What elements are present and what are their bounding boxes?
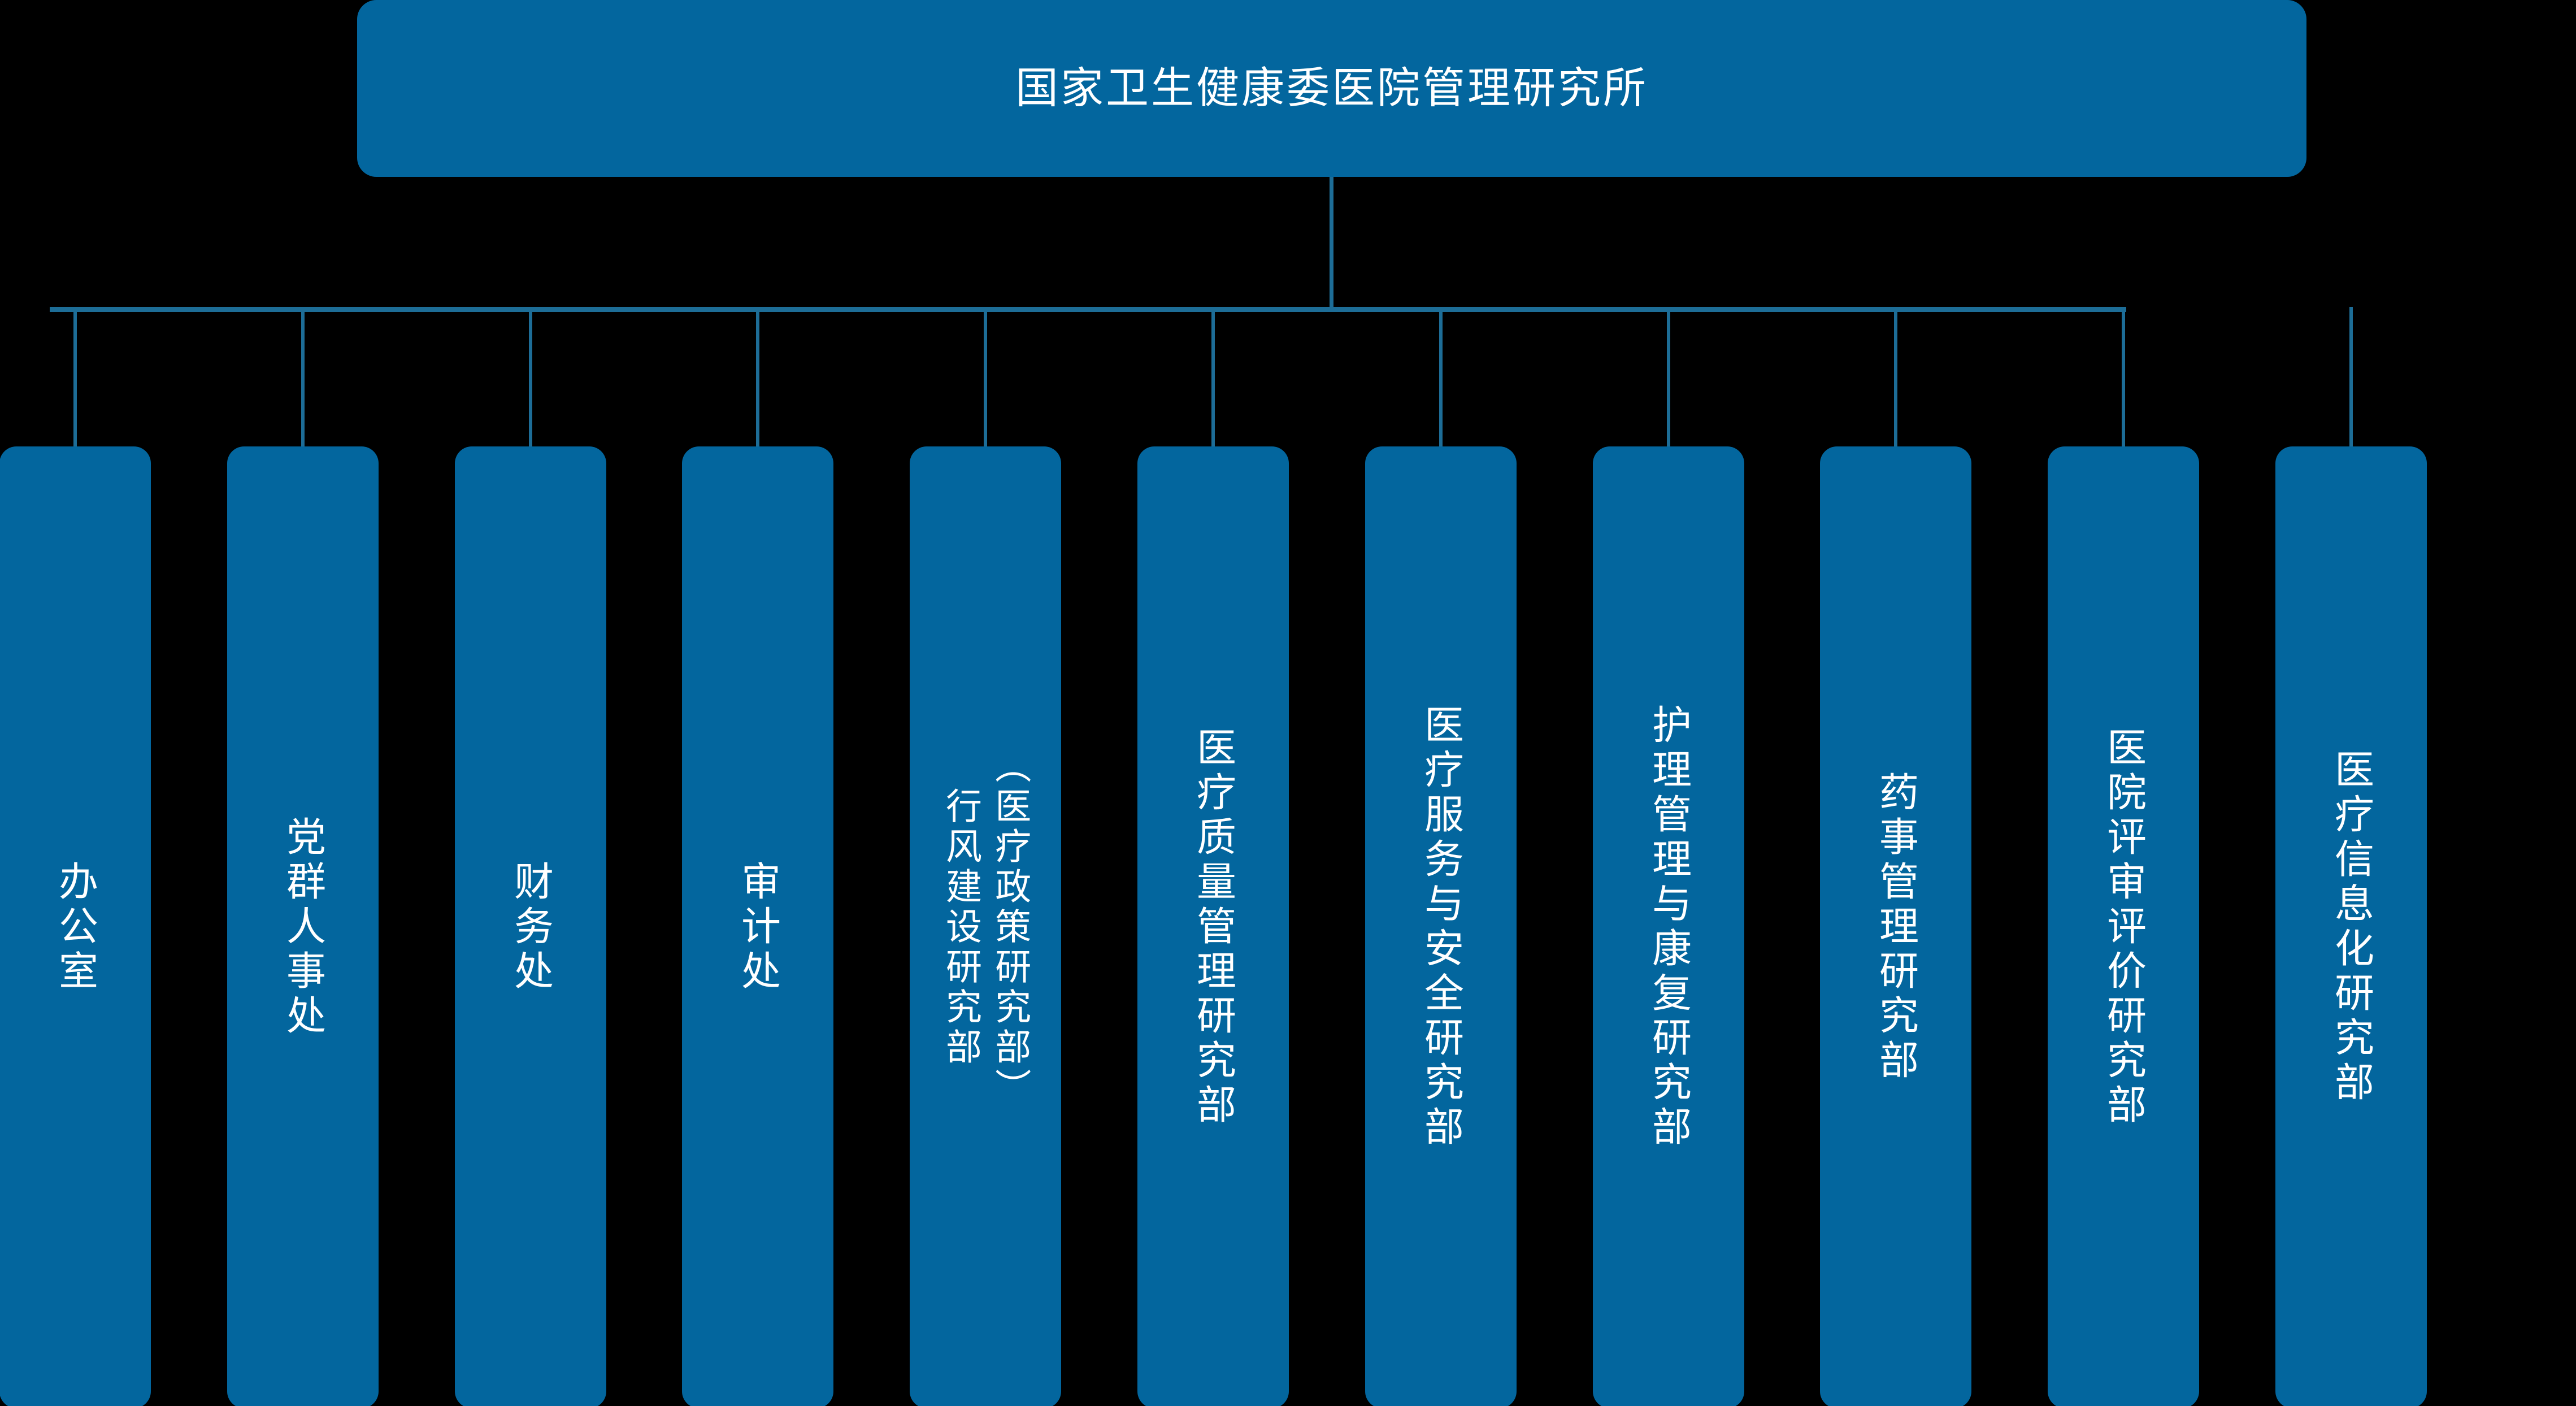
connector-root-stem xyxy=(1330,177,1333,310)
child-node-5[interactable]: （医疗政策研究部）行风建设研究部 xyxy=(910,446,1061,1406)
connector-drop-11 xyxy=(2349,307,2353,450)
connector-drop-4 xyxy=(756,307,759,450)
child-node-label-3: 财务处 xyxy=(509,860,553,995)
connector-drop-5 xyxy=(984,307,987,450)
connector-drop-6 xyxy=(1211,307,1215,450)
child-node-4[interactable]: 审计处 xyxy=(682,446,833,1406)
connector-drop-2 xyxy=(301,307,305,450)
child-node-label-1: 办公室 xyxy=(53,860,98,995)
child-node-7[interactable]: 医疗服务与安全研究部 xyxy=(1365,446,1517,1406)
child-node-label-10: 医院评审评价研究部 xyxy=(2101,726,2146,1129)
root-node-label: 国家卫生健康委医院管理研究所 xyxy=(1015,64,1648,112)
child-node-label-11: 医疗信息化研究部 xyxy=(2329,749,2374,1106)
child-node-3[interactable]: 财务处 xyxy=(455,446,606,1406)
connector-horizontal-bus xyxy=(50,307,2126,312)
child-node-9[interactable]: 药事管理研究部 xyxy=(1820,446,1971,1406)
child-node-6[interactable]: 医疗质量管理研究部 xyxy=(1137,446,1289,1406)
connector-drop-8 xyxy=(1667,307,1670,450)
child-node-label-9: 药事管理研究部 xyxy=(1874,771,1918,1084)
child-node-label-5: （医疗政策研究部） xyxy=(990,747,1031,1108)
child-node-label-8: 护理管理与康复研究部 xyxy=(1647,704,1691,1151)
connector-drop-1 xyxy=(73,307,77,450)
child-node-label-4: 审计处 xyxy=(736,860,780,995)
child-node-2[interactable]: 党群人事处 xyxy=(227,446,379,1406)
connector-drop-9 xyxy=(1894,307,1897,450)
connector-drop-10 xyxy=(2122,307,2125,450)
child-node-label-2: 党群人事处 xyxy=(281,815,325,1039)
connector-drop-3 xyxy=(529,307,532,450)
child-node-11[interactable]: 医疗信息化研究部 xyxy=(2275,446,2427,1406)
root-node-institute[interactable]: 国家卫生健康委医院管理研究所 xyxy=(357,0,2306,177)
child-node-sublabel-5: 行风建设研究部 xyxy=(941,787,981,1068)
child-node-1[interactable]: 办公室 xyxy=(0,446,151,1406)
connector-drop-7 xyxy=(1439,307,1443,450)
child-node-label-6: 医疗质量管理研究部 xyxy=(1191,726,1236,1129)
child-node-10[interactable]: 医院评审评价研究部 xyxy=(2048,446,2199,1406)
child-node-8[interactable]: 护理管理与康复研究部 xyxy=(1593,446,1744,1406)
child-node-label-7: 医疗服务与安全研究部 xyxy=(1419,704,1463,1151)
